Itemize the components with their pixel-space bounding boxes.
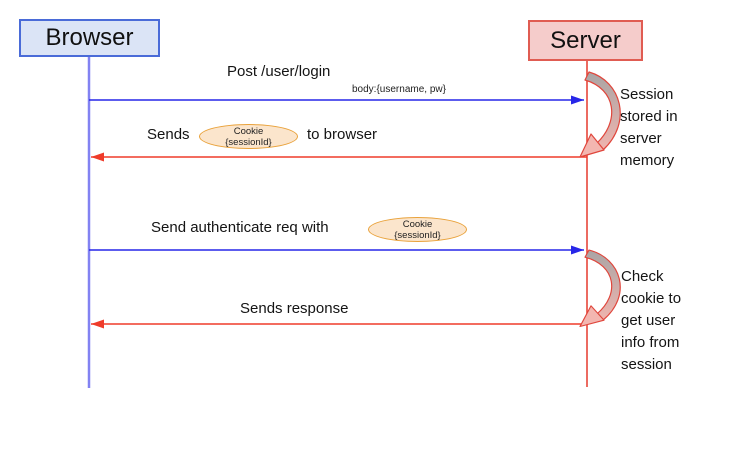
note-session-stored: Session stored in server memory (620, 86, 678, 169)
session-store-loop-icon (579, 71, 621, 158)
note-check-cookie: Check cookie to get user info from sessi… (621, 268, 682, 373)
cookie-session-ellipse: Cookie {sessionId} (368, 217, 467, 242)
check-cookie-loop-icon (579, 249, 621, 328)
cookie-session-ellipse: Cookie {sessionId} (199, 124, 298, 149)
cookie-value: {sessionId} (225, 136, 272, 148)
cookie-title: Cookie (402, 218, 433, 230)
sends-response-label: Sends response (240, 300, 349, 317)
post-login-body-label: body:{username, pw} (352, 84, 446, 95)
auth-req-label: Send authenticate req with (151, 219, 329, 236)
cookie-value: {sessionId} (394, 229, 441, 241)
cookie-title: Cookie (233, 125, 264, 137)
post-login-label: Post /user/login (227, 63, 331, 80)
sends-cookie-prefix-label: Sends (147, 126, 190, 143)
actor-browser-label: Browser (45, 24, 134, 51)
actor-server-label: Server (550, 26, 621, 54)
actor-browser: Browser (19, 19, 160, 57)
sends-cookie-suffix-label: to browser (307, 126, 378, 143)
actor-server: Server (528, 20, 643, 61)
